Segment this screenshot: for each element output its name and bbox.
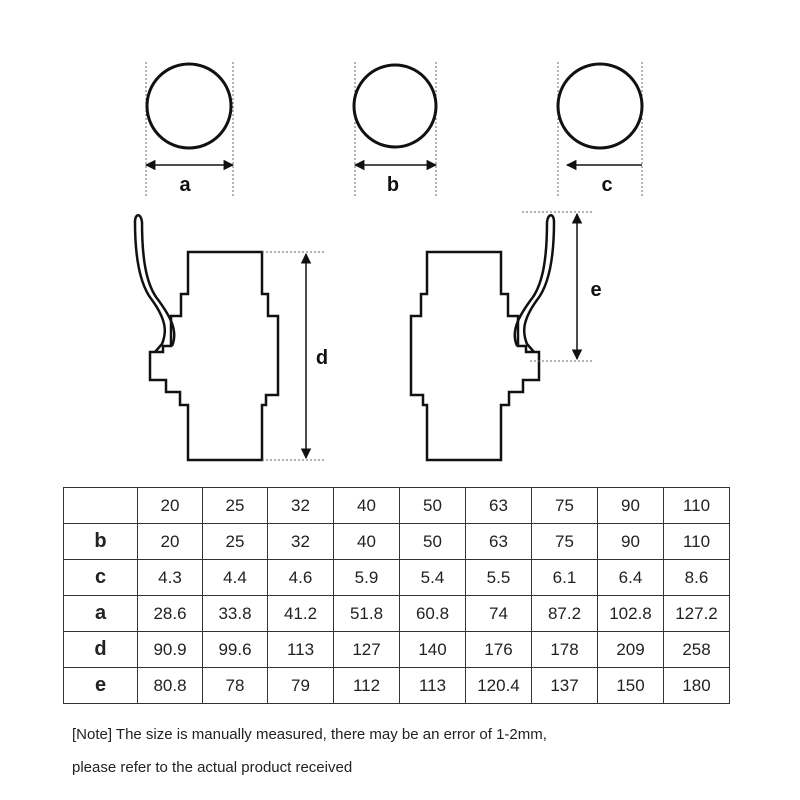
note-line-1: [Note] The size is manually measured, th… [72,726,547,743]
table-cell: 87.2 [531,595,598,632]
table-corner-cell [63,487,138,524]
table-cell: 140 [399,631,466,668]
outer-diameter-circle [145,62,233,150]
table-header-cell: 40 [333,487,400,524]
valve-front-view [133,214,326,462]
table-cell: 60.8 [399,595,466,632]
table-cell: 50 [399,523,466,560]
table-cell: 51.8 [333,595,400,632]
table-cell: 28.6 [137,595,203,632]
table-cell: 102.8 [597,595,664,632]
table-cell: 5.9 [333,559,400,596]
table-cell: 40 [333,523,400,560]
table-cell: 5.4 [399,559,466,596]
table-cell: 150 [597,667,664,704]
table-row-label: e [63,667,138,704]
table-row-label: a [63,595,138,632]
label-e: e [590,279,601,301]
table-cell: 6.1 [531,559,598,596]
table-cell: 4.6 [267,559,334,596]
table-cell: 180 [663,667,730,704]
table-cell: 6.4 [597,559,664,596]
table-cell: 5.5 [465,559,532,596]
table-cell: 127.2 [663,595,730,632]
table-cell: 4.4 [202,559,268,596]
table-row-label: c [63,559,138,596]
table-cell: 41.2 [267,595,334,632]
table-cell: 209 [597,631,664,668]
table-cell: 33.8 [202,595,268,632]
table-header-cell: 20 [137,487,203,524]
table-cell: 178 [531,631,598,668]
label-c: c [601,174,612,196]
circle-a-group: a [144,62,235,196]
label-a: a [179,174,191,196]
table-cell: 79 [267,667,334,704]
table-cell: 127 [333,631,400,668]
table-header-cell: 75 [531,487,598,524]
circle-c-group: c [556,62,644,196]
table-header-cell: 63 [465,487,532,524]
table-cell: 8.6 [663,559,730,596]
table-cell: 112 [333,667,400,704]
table-row-label: b [63,523,138,560]
table-row-label: d [63,631,138,668]
table-cell: 176 [465,631,532,668]
table-cell: 80.8 [137,667,203,704]
table-cell: 90 [597,523,664,560]
table-cell: 20 [137,523,203,560]
table-cell: 25 [202,523,268,560]
table-cell: 99.6 [202,631,268,668]
table-cell: 113 [267,631,334,668]
table-header-cell: 32 [267,487,334,524]
label-b: b [387,174,399,196]
table-cell: 4.3 [137,559,203,596]
table-header-cell: 90 [597,487,664,524]
table-cell: 137 [531,667,598,704]
table-cell: 110 [663,523,730,560]
table-cell: 74 [465,595,532,632]
table-header-cell: 50 [399,487,466,524]
table-cell: 32 [267,523,334,560]
table-cell: 113 [399,667,466,704]
inner-diameter-circle [352,63,438,149]
table-cell: 120.4 [465,667,532,704]
table-cell: 75 [531,523,598,560]
label-d: d [316,347,328,369]
valve-side-view [409,211,592,462]
table-cell: 78 [202,667,268,704]
table-cell: 63 [465,523,532,560]
circle-b-group: b [352,62,438,196]
valve-dimension-diagram: a b c d e [133,62,644,462]
table-header-cell: 110 [663,487,730,524]
note-line-2: please refer to the actual product recei… [72,759,353,776]
table-header-cell: 25 [202,487,268,524]
table-cell: 90.9 [137,631,203,668]
table-cell: 258 [663,631,730,668]
wall-thickness-circle [556,62,644,150]
